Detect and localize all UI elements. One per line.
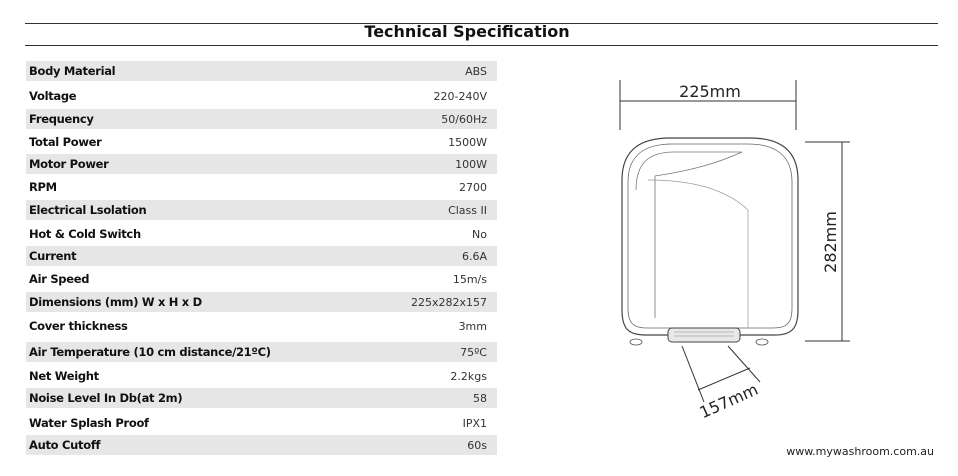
spec-value: 100W (455, 158, 487, 171)
spec-row: Electrical Lsolation Class II (26, 200, 497, 220)
spec-label: Body Material (29, 64, 116, 78)
spec-label: RPM (29, 180, 57, 194)
spec-row: Net Weight 2.2kgs (26, 366, 497, 386)
spec-value: IPX1 (462, 417, 487, 430)
spec-value: 1500W (448, 136, 487, 149)
spec-row: Current 6.6A (26, 246, 497, 266)
spec-label: Hot & Cold Switch (29, 227, 141, 241)
spec-value: 6.6A (461, 250, 487, 263)
spec-value: Class II (448, 204, 487, 217)
spec-value: 15m/s (452, 273, 487, 286)
spec-label: Current (29, 249, 77, 263)
spec-value: No (472, 228, 487, 241)
spec-label: Air Temperature (10 cm distance/21ºC) (29, 345, 271, 359)
spec-row: Dimensions (mm) W x H x D 225x282x157 (26, 292, 497, 312)
dryer-body (621, 137, 799, 346)
spec-row: Cover thickness 3mm (26, 316, 497, 336)
spec-value: 3mm (458, 320, 487, 333)
spec-row: Air Temperature (10 cm distance/21ºC) 75… (26, 342, 497, 362)
hand-dryer-diagram: 225mm 282mm 157mm (619, 80, 850, 422)
spec-value: 60s (467, 439, 487, 452)
spec-row: Air Speed 15m/s (26, 269, 497, 289)
spec-label: Water Splash Proof (29, 416, 149, 430)
spec-row: Body Material ABS (26, 61, 497, 81)
spec-row: RPM 2700 (26, 177, 497, 197)
spec-row: Motor Power 100W (26, 154, 497, 174)
spec-value: 220-240V (433, 90, 488, 103)
spec-row: Water Splash Proof IPX1 (26, 413, 497, 433)
spec-label: Auto Cutoff (29, 438, 101, 452)
spec-label: Frequency (29, 112, 94, 126)
width-label: 225mm (679, 82, 741, 101)
height-label: 282mm (821, 211, 840, 273)
spec-row: Noise Level In Db(at 2m) 58 (26, 388, 497, 408)
spec-row: Auto Cutoff 60s (26, 435, 497, 455)
spec-label: Air Speed (29, 272, 90, 286)
top-rule (25, 23, 938, 24)
spec-value: ABS (465, 65, 487, 78)
spec-row: Voltage 220-240V (26, 86, 497, 106)
height-dimension: 282mm (805, 141, 850, 342)
depth-dimension: 157mm (681, 345, 761, 422)
spec-value: 2.2kgs (450, 370, 487, 383)
spec-label: Motor Power (29, 157, 109, 171)
spec-value: 50/60Hz (441, 113, 487, 126)
spec-label: Cover thickness (29, 319, 128, 333)
spec-value: 2700 (459, 181, 487, 194)
page-title: Technical Specification (364, 22, 570, 41)
spec-row: Frequency 50/60Hz (26, 109, 497, 129)
spec-label: Dimensions (mm) W x H x D (29, 295, 202, 309)
spec-label: Net Weight (29, 369, 99, 383)
spec-value: 225x282x157 (410, 296, 487, 309)
spec-label: Total Power (29, 135, 102, 149)
spec-row: Hot & Cold Switch No (26, 224, 497, 244)
spec-value: 58 (473, 392, 487, 405)
spec-value: 75ºC (460, 346, 487, 359)
website-link[interactable]: www.mywashroom.com.au (786, 445, 934, 458)
title-underline (25, 45, 938, 46)
spec-label: Voltage (29, 89, 77, 103)
spec-label: Noise Level In Db(at 2m) (29, 391, 183, 405)
spec-row: Total Power 1500W (26, 132, 497, 152)
width-dimension: 225mm (619, 80, 797, 130)
spec-label: Electrical Lsolation (29, 203, 147, 217)
